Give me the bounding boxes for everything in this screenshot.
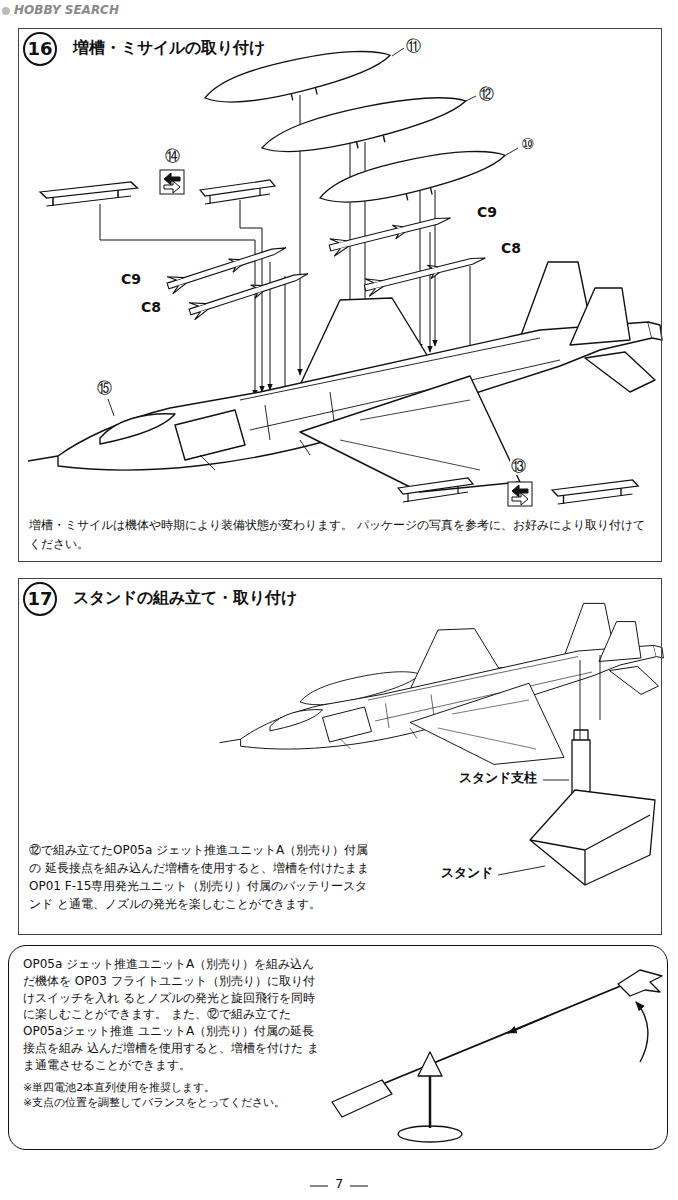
step-number-text: 17 xyxy=(27,588,52,611)
drop-tanks xyxy=(201,38,510,219)
stand-drawing-part xyxy=(572,740,590,795)
flight-unit-drawing-part xyxy=(429,1074,432,1128)
mounting-lines-part xyxy=(285,276,286,395)
page-number: 7 xyxy=(334,1177,344,1192)
mounting-lines-part xyxy=(420,190,421,350)
step-panel: スタンドの組み立て・取り付け ⑫で組み立てたOP05a ジェット推進ユニットA（別… xyxy=(18,578,662,935)
pylons-part xyxy=(40,182,138,206)
watermark-logo xyxy=(2,7,10,15)
swap-icons-part xyxy=(160,170,184,194)
info-box-column: OP05a ジェット推進ユニットA（別売り）を組み込んだ機体を OP03 フライ… xyxy=(23,956,323,1110)
flight-unit-drawing-part xyxy=(332,1080,392,1117)
missiles xyxy=(165,209,487,320)
motion-arrows-part xyxy=(508,1016,548,1033)
flight-unit-drawing-part xyxy=(385,978,640,1083)
leader-lines-part xyxy=(506,148,518,155)
missiles-part xyxy=(363,249,488,296)
callout-number: ⑫ xyxy=(478,86,495,103)
swap-icons-part xyxy=(508,482,532,506)
part-code: C8 xyxy=(500,240,522,256)
stand-drawing-part xyxy=(530,815,650,885)
leader-lines-part xyxy=(498,866,545,875)
flight-unit-drawing xyxy=(332,970,662,1142)
info-note: ※支点の位置を調整してバランスをとってください。 xyxy=(23,1095,323,1110)
info-note: ※単四電池2本直列使用を推奨します。 xyxy=(23,1080,323,1095)
leader-lines-part xyxy=(108,399,114,416)
pylons-part xyxy=(398,478,473,502)
callout-number: ⑪ xyxy=(405,38,422,55)
step-number-text: 16 xyxy=(27,38,52,61)
info-box: OP05a ジェット推進ユニットA（別売り）を組み込んだ機体を OP03 フライ… xyxy=(8,945,668,1150)
part-code: C9 xyxy=(476,204,498,220)
flight-unit-drawing-part xyxy=(618,970,662,996)
part-name: スタンド xyxy=(440,866,494,881)
swap-icons xyxy=(160,170,532,506)
stand-drawing-part xyxy=(574,730,588,740)
callout-number: ⑮ xyxy=(96,380,113,397)
callout-number: ⑬ xyxy=(510,458,527,475)
pylons xyxy=(40,180,638,504)
step-number: 17 xyxy=(23,582,57,616)
leader-lines-part xyxy=(392,48,404,56)
step-note: 増槽・ミサイルは機体や時期により装備状態が変わります。 パッケージの写真を参考に… xyxy=(29,516,649,553)
callout-number: ⑩ xyxy=(520,136,535,153)
pylons-part xyxy=(200,180,275,204)
part-code: C8 xyxy=(140,299,162,315)
step-number: 16 xyxy=(23,32,57,66)
drop-tanks-part xyxy=(316,138,510,219)
watermark-logo-part xyxy=(2,7,10,15)
info-text: OP05a ジェット推進ユニットA（別売り）を組み込んだ機体を OP03 フライ… xyxy=(23,956,323,1074)
motion-arrows-part xyxy=(636,1002,648,1062)
pylons-part xyxy=(552,480,638,504)
step-panel: 増槽・ミサイルの取り付け増槽・ミサイルは機体や時期により装備状態が変わります。 … xyxy=(18,28,662,562)
leader-lines-part xyxy=(543,780,569,781)
stand-drawing xyxy=(530,655,655,885)
mounting-lines-part xyxy=(270,262,271,390)
leader-lines-part xyxy=(466,96,476,101)
aircraft-drawing xyxy=(28,262,662,492)
mounting-lines-part xyxy=(430,232,431,352)
aircraft-drawing xyxy=(220,603,664,764)
stand-drawing-part xyxy=(530,790,655,885)
step-heading: スタンドの組み立て・取り付け xyxy=(73,588,297,608)
motion-arrows xyxy=(508,1002,648,1062)
part-name: スタンド支柱 xyxy=(458,771,538,786)
callout-number: ⑭ xyxy=(164,148,181,165)
flight-unit-drawing-part xyxy=(418,1052,442,1076)
leader-lines xyxy=(498,780,569,875)
step-heading: 増槽・ミサイルの取り付け xyxy=(73,38,265,58)
step-note: ⑫で組み立てたOP05a ジェット推進ユニットA（別売り）付属の 延長接点を組み… xyxy=(29,841,374,913)
part-code: C9 xyxy=(120,271,142,287)
missiles-part xyxy=(328,209,453,256)
watermark: HOBBY SEARCH xyxy=(13,4,120,18)
leader-lines xyxy=(108,48,518,416)
stand-drawing-part xyxy=(580,655,600,740)
missiles-part xyxy=(187,265,310,320)
flight-unit-drawing-part xyxy=(398,1126,462,1142)
